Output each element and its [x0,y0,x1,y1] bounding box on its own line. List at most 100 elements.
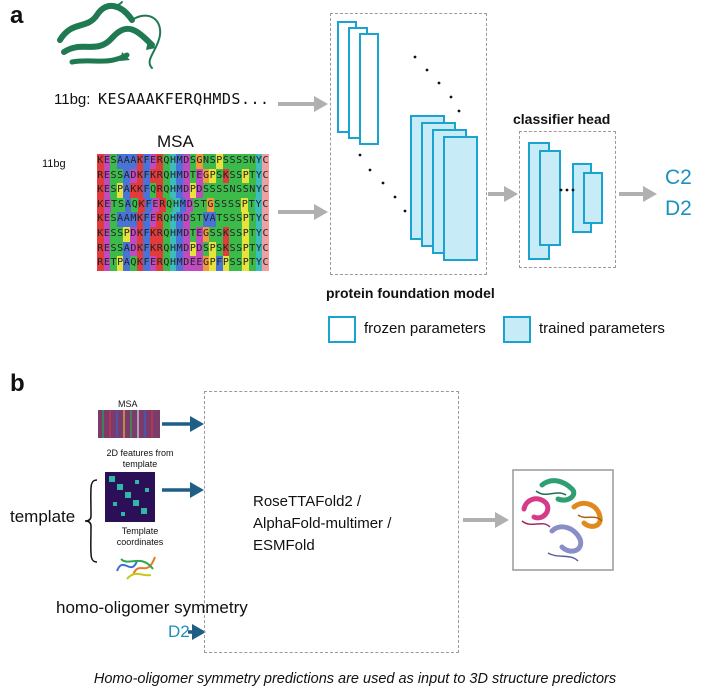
msa-residue: K [136,226,144,242]
msa-residue: D [130,241,137,257]
msa-residue: E [103,256,111,271]
msa-residue: F [143,256,150,271]
msa-residue: R [156,241,164,257]
msa-residue: A [209,212,216,227]
msa-residue: S [110,168,117,184]
msa-residue: A [123,154,131,169]
sequence-id-label: 11bg: [54,91,91,108]
msa-residue: M [130,212,137,227]
msa-residue: S [222,154,230,169]
msa-residue: M [176,168,183,184]
msa-residue: Q [149,183,157,198]
msa-residue: E [196,168,203,184]
arrow-msa-to-predictor [162,416,204,432]
msa-residue: S [110,241,117,257]
msa-residue: P [189,183,197,198]
msa-residue: P [242,241,250,257]
predicted-complex-image [512,469,614,571]
legend-trained-swatch [503,316,531,343]
msa-residue: Q [130,256,137,271]
arrow-predictor-to-structure [463,512,509,528]
msa-row-label: 11bg [42,158,66,170]
msa-residue: T [248,197,256,213]
msa-residue: S [110,183,117,198]
msa-residue: K [222,241,230,257]
msa-residue: F [145,197,152,213]
msa-residue: H [169,168,177,184]
classifier-head-box [519,131,616,268]
msa-residue: N [229,183,236,198]
msa-residue: S [202,183,210,198]
output-symmetry-d2: D2 [665,197,692,220]
msa-residue: S [235,212,243,227]
predictor-name: AlphaFold-multimer / [253,515,392,532]
msa-residue: Y [255,168,263,184]
output-symmetry-c2: C2 [665,166,692,189]
sequence-text: KESAAAKFERQHMDS... [98,90,270,108]
predictor-names: RoseTTAFold2 / AlphaFold-multimer / ESMF… [253,491,391,557]
msa-residue: G [202,226,210,242]
legend-trained-label: trained parameters [539,320,665,337]
msa-residue: K [136,168,144,184]
msa-residue: S [227,197,235,213]
msa-residue: P [116,183,124,198]
msa-thumbnail-image [98,410,160,438]
msa-residue: H [169,212,177,227]
msa-residue: S [209,154,216,169]
template-label: template [10,507,76,526]
msa-residue: Q [163,183,170,198]
msa-residue: S [116,168,124,184]
msa-residue: S [242,183,250,198]
msa-residue: P [242,168,250,184]
msa-residue: S [189,154,197,169]
msa-residue: S [215,241,223,257]
arrow-sequence-to-model [278,96,328,112]
msa-residue: C [262,197,269,213]
msa-residue: K [222,168,230,184]
msa-residue: C [262,183,269,198]
msa-residue: S [235,241,243,257]
msa-residue: E [103,226,111,242]
msa-residue: A [116,154,124,169]
msa-residue: E [196,226,203,242]
msa-residue: S [235,168,243,184]
msa-residue: K [136,212,144,227]
msa-residue: A [123,256,131,271]
msa-residue: T [200,197,207,213]
msa-residue: P [189,241,197,257]
msa-residue: Y [255,183,263,198]
msa-residue: K [97,212,104,227]
foundation-model-label: protein foundation model [326,285,495,301]
msa-residue: A [130,154,137,169]
msa-residue: K [149,241,157,257]
msa-thumbnail-caption: MSA [118,399,138,409]
protein-structure-image [57,1,162,69]
msa-residue: T [189,168,197,184]
arrow-symmetry-to-predictor [192,624,206,640]
msa-residue: D [196,183,203,198]
msa-residue: K [136,241,144,257]
msa-residue: T [215,212,223,227]
msa-residue: A [123,183,131,198]
template-brace [84,479,98,563]
msa-residue: H [169,256,177,271]
msa-residue: D [186,197,194,213]
msa-residue: R [156,154,164,169]
msa-residue: S [235,256,243,271]
msa-residue: Y [255,226,263,242]
msa-residue: S [229,241,236,257]
msa-residue: K [136,154,144,169]
msa-residue: T [249,241,256,257]
msa-residue: Q [163,154,170,169]
msa-residue: P [209,168,216,184]
msa-residue: M [176,154,183,169]
msa-residue: S [213,197,221,213]
msa-residue: A [116,212,124,227]
msa-residue: F [143,212,150,227]
msa-residue: R [97,241,104,257]
msa-residue: S [229,154,236,169]
